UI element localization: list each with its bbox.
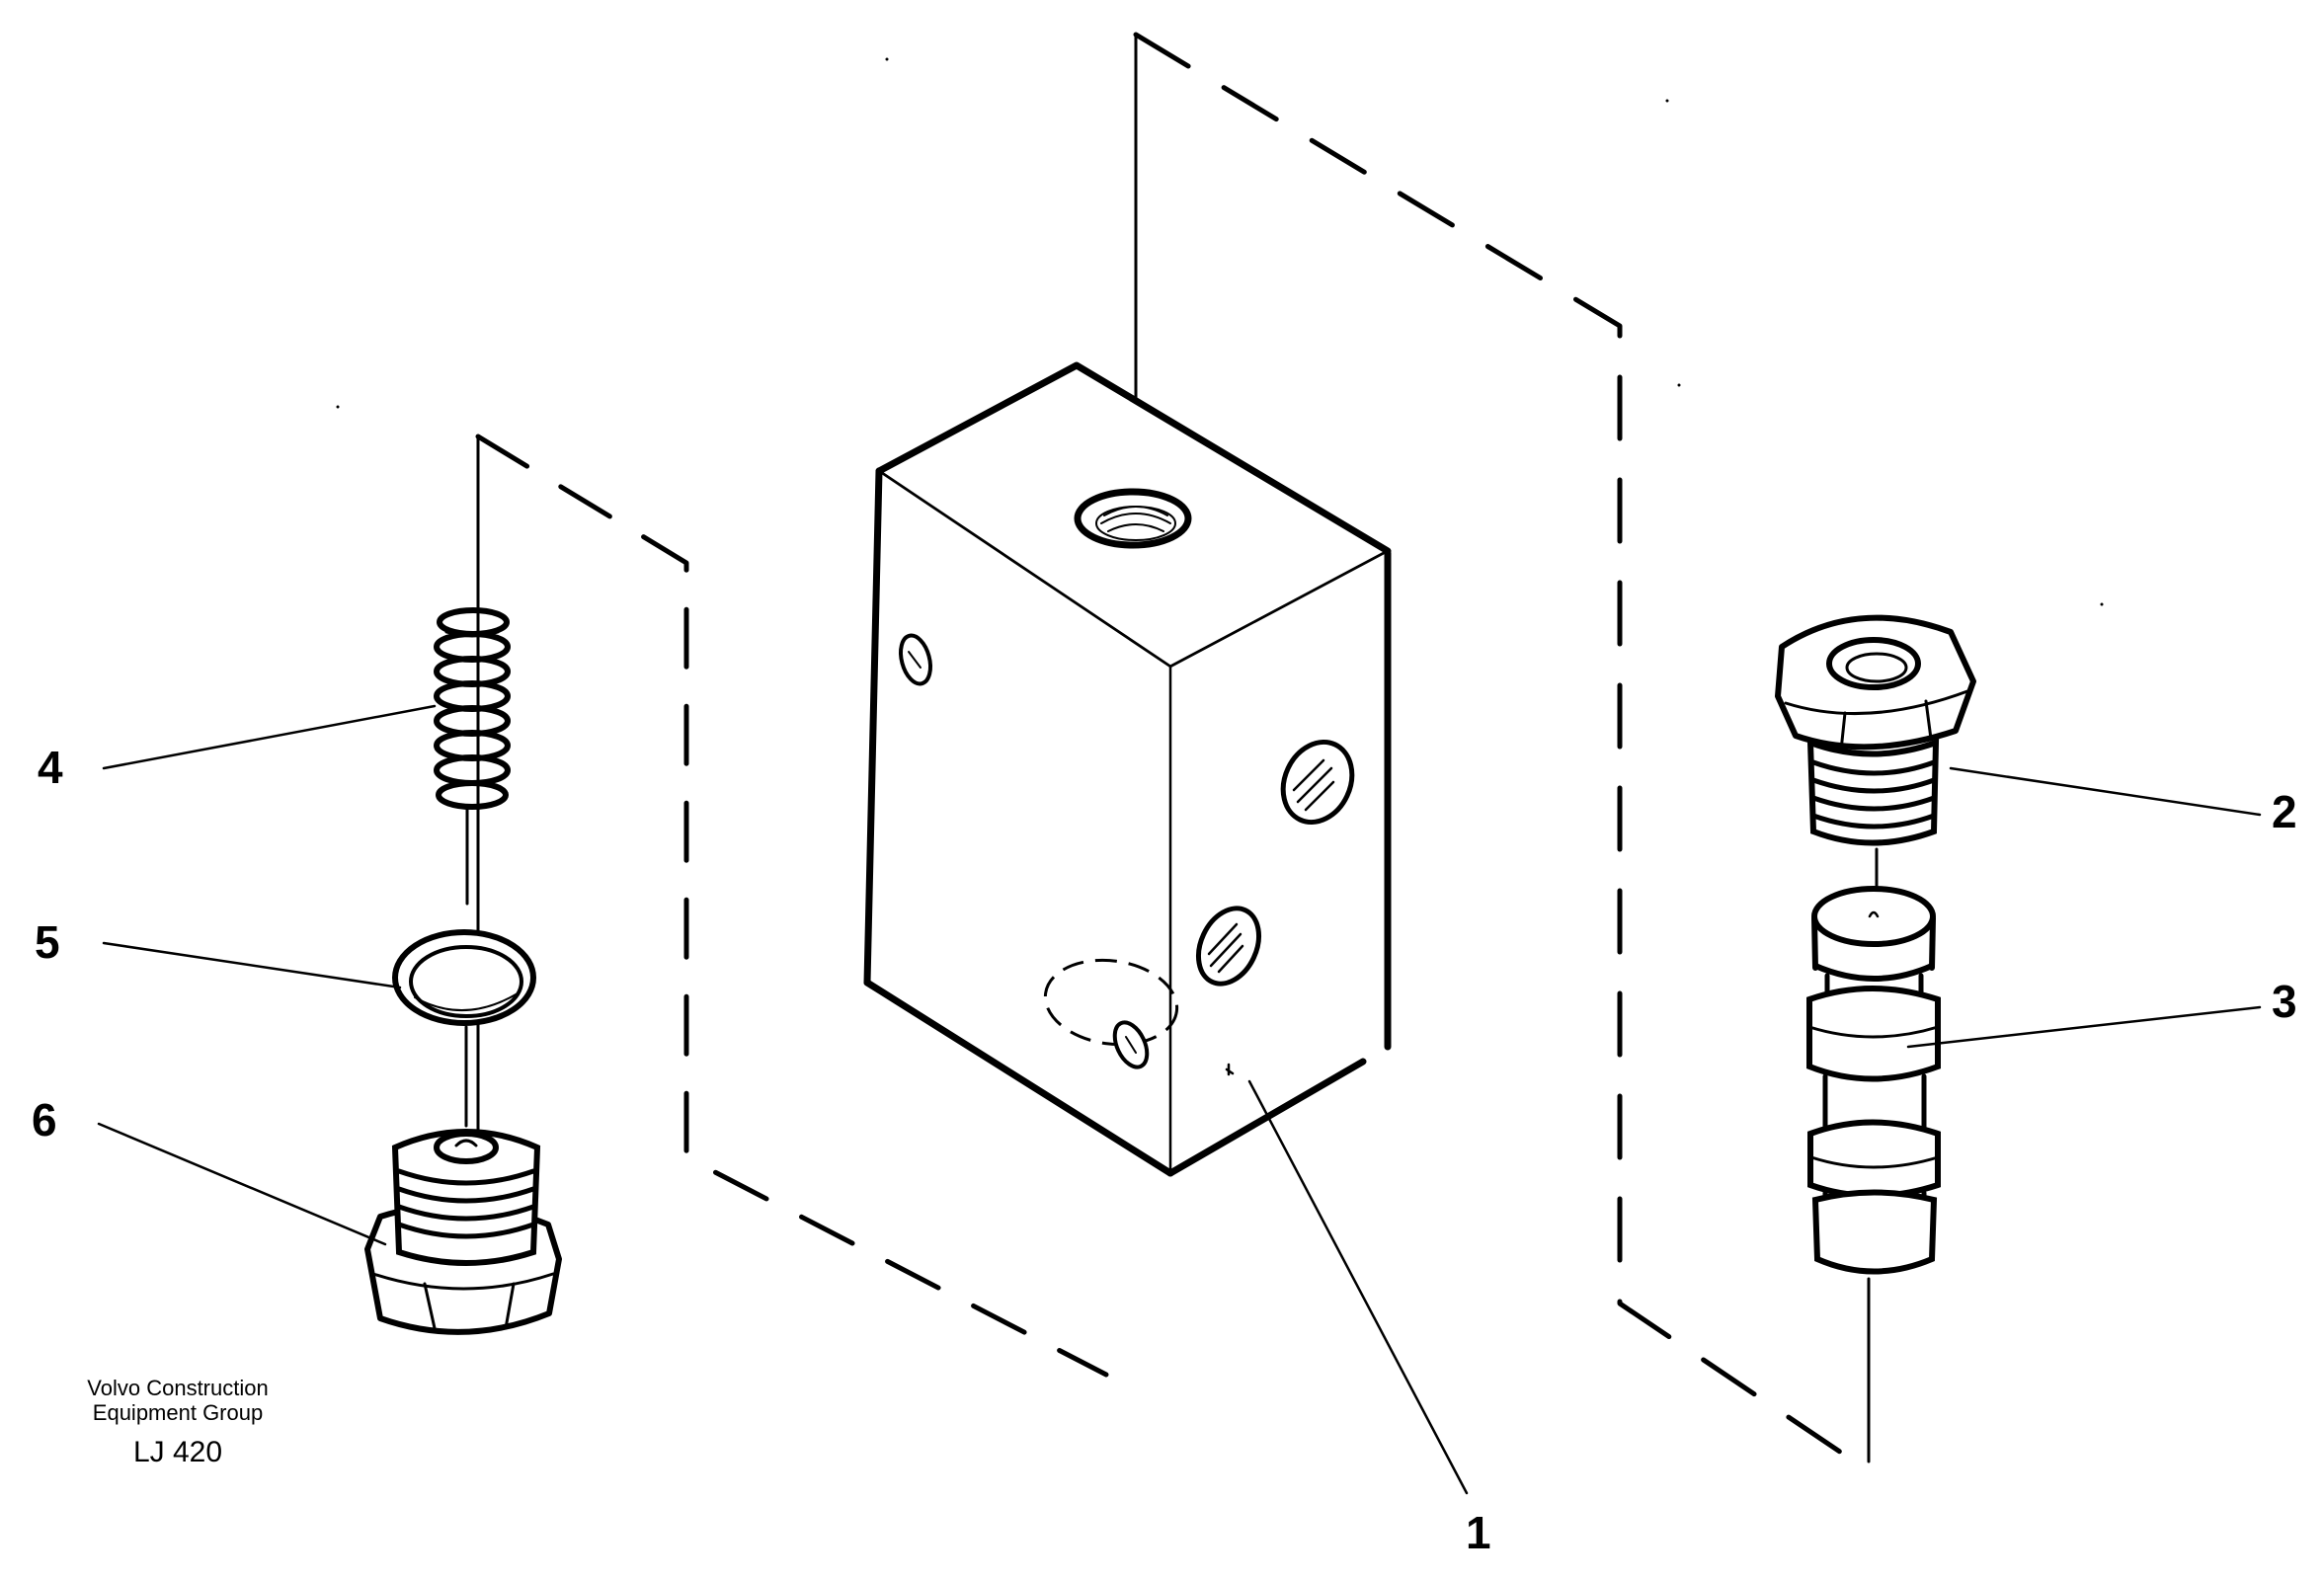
callout-5: 5	[35, 916, 60, 968]
sealing-ring	[392, 929, 536, 1026]
hidden-port-outline	[1043, 958, 1179, 1047]
callout-3: 3	[2272, 976, 2297, 1027]
company-line-2: Equipment Group	[93, 1400, 263, 1425]
plug-right	[1775, 614, 1976, 846]
callout-1: 1	[1466, 1507, 1491, 1558]
drawing-code: LJ 420	[133, 1436, 222, 1468]
bottom-port-small	[1112, 1020, 1150, 1069]
spring	[434, 607, 511, 810]
side-port-lower	[1196, 906, 1261, 987]
company-line-1: Volvo Construction	[87, 1376, 268, 1400]
callout-4: 4	[38, 742, 63, 793]
callout-6: 6	[32, 1094, 57, 1146]
side-port-small	[899, 633, 932, 686]
valve-spool	[1806, 886, 1941, 1275]
callout-2: 2	[2272, 786, 2297, 837]
plug	[364, 1129, 562, 1335]
top-port	[1074, 488, 1192, 549]
leader-lines	[97, 704, 2262, 1495]
side-port-upper	[1280, 739, 1355, 826]
valve-block	[863, 361, 1392, 1177]
